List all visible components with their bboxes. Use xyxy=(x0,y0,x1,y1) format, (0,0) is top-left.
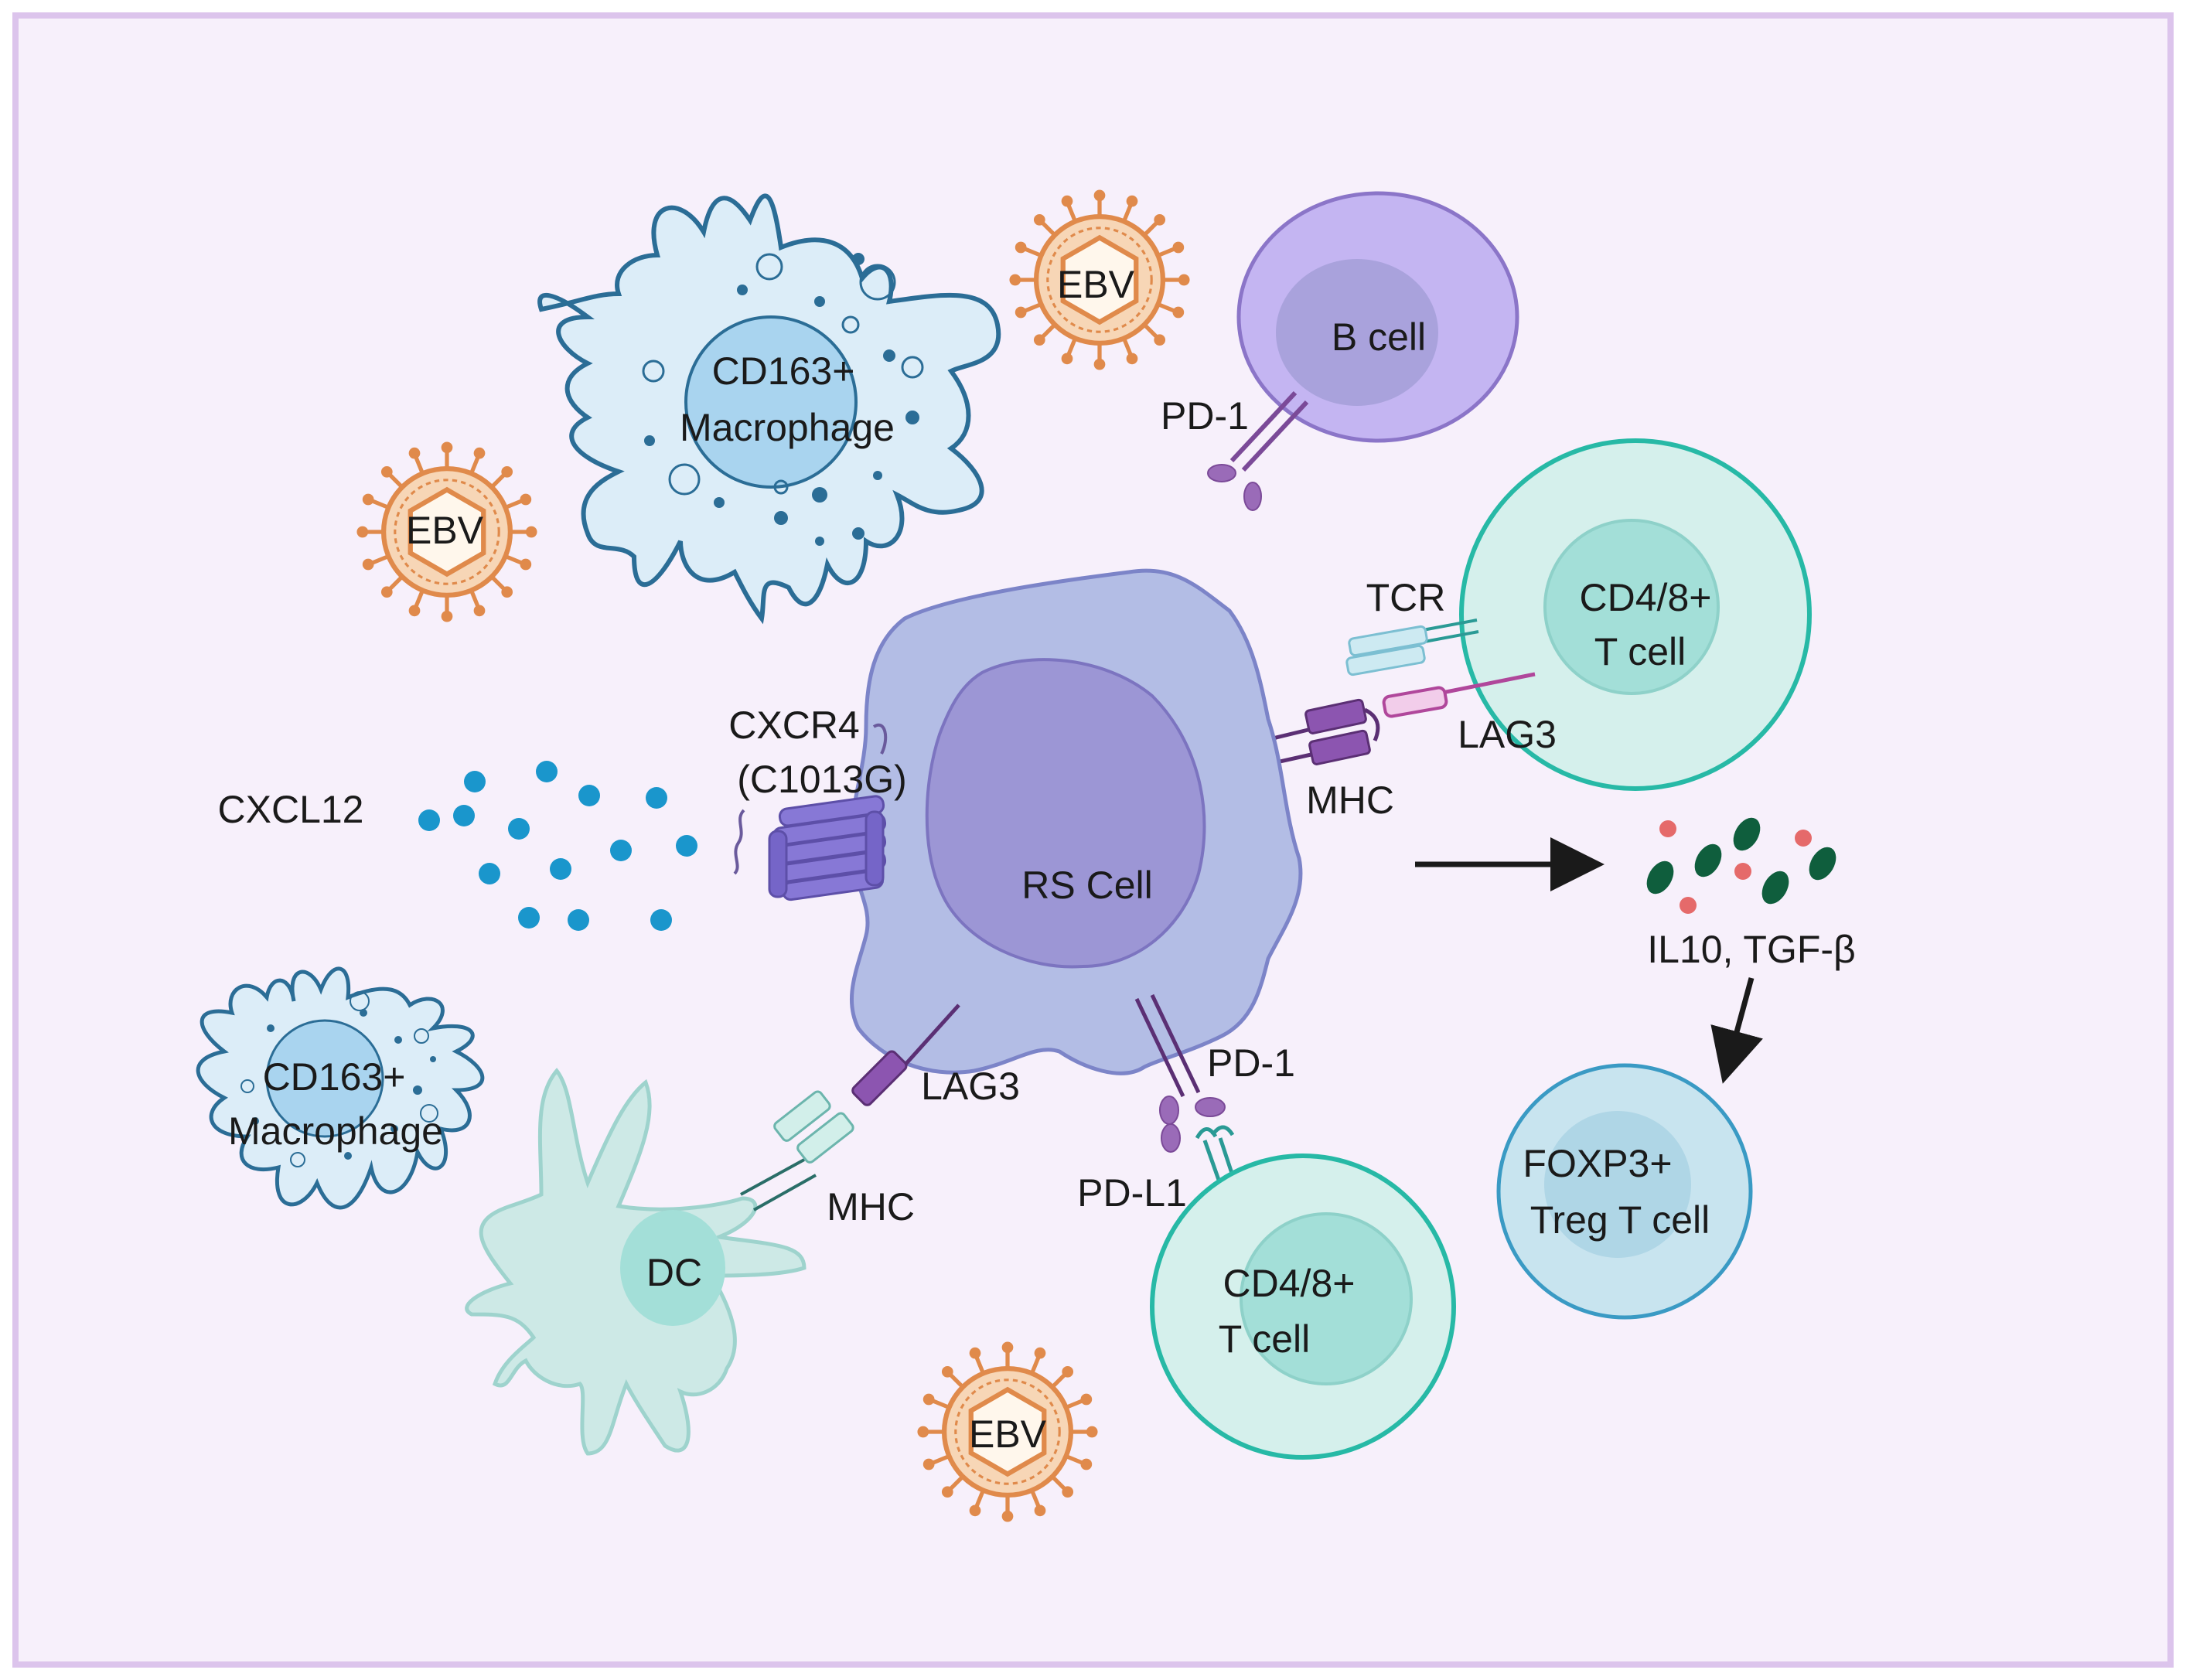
macrophage-bottom-label-line2: Macrophage xyxy=(228,1109,443,1153)
treg-cell xyxy=(1496,1063,1753,1320)
ebv-top-label: EBV xyxy=(1057,263,1135,306)
t-cell-top xyxy=(1459,438,1812,791)
macrophage-bottom-label-line1: CD163+ xyxy=(263,1055,406,1099)
macrophage-top-label-line2: Macrophage xyxy=(680,406,895,449)
mhc-right-label: MHC xyxy=(1306,779,1394,822)
dc-label: DC xyxy=(646,1251,702,1294)
t-cell-bottom-label-line1: CD4/8+ xyxy=(1223,1262,1356,1305)
rs-cell xyxy=(848,568,1303,1075)
rs-cell-label: RS Cell xyxy=(1021,864,1152,907)
b-cell-label: B cell xyxy=(1332,315,1426,359)
lag3-mhc-right xyxy=(1240,672,1536,772)
dendritic-cell xyxy=(465,1068,807,1456)
lag3-bottom-label: LAG3 xyxy=(921,1065,1020,1108)
macrophage-top xyxy=(537,193,1001,625)
treg-label-line2: Treg T cell xyxy=(1530,1198,1710,1242)
tcr-label: TCR xyxy=(1366,576,1446,619)
t-cell-bottom-label-line2: T cell xyxy=(1219,1317,1311,1361)
cytokines-label: IL10, TGF-β xyxy=(1647,928,1856,971)
lag3-right-label: LAG3 xyxy=(1458,713,1557,756)
cytokine-particles xyxy=(1646,817,1836,914)
pdl1-label: PD-L1 xyxy=(1077,1171,1187,1215)
tcr-receptor xyxy=(1345,618,1479,676)
lag3-mhc-bottom xyxy=(740,1004,960,1211)
cxcr4-label-line1: CXCR4 xyxy=(728,704,859,747)
arrow-to-treg xyxy=(1710,977,1763,1084)
pd1-b-cell-label: PD-1 xyxy=(1161,394,1249,438)
mhc-bottom-label: MHC xyxy=(827,1185,915,1228)
macrophage-bottom xyxy=(196,966,485,1210)
cxcl12-chemokines xyxy=(418,761,697,931)
pd1-receptor-b-cell xyxy=(1207,390,1309,511)
ebv-bottom-label: EBV xyxy=(969,1412,1047,1456)
cxcl12-label: CXCL12 xyxy=(218,788,364,831)
t-cell-top-label-line1: CD4/8+ xyxy=(1580,576,1712,619)
t-cell-top-label-line2: T cell xyxy=(1594,630,1686,673)
treg-label-line1: FOXP3+ xyxy=(1523,1142,1672,1185)
b-cell xyxy=(1236,191,1519,443)
pd1-bottom-label: PD-1 xyxy=(1207,1041,1295,1085)
cxcr4-receptor xyxy=(733,723,888,901)
ebv-left-label: EBV xyxy=(406,509,484,552)
t-cell-bottom xyxy=(1150,1154,1456,1460)
cxcr4-label-line2: (C1013G) xyxy=(737,758,907,801)
macrophage-top-label-line1: CD163+ xyxy=(712,349,855,393)
